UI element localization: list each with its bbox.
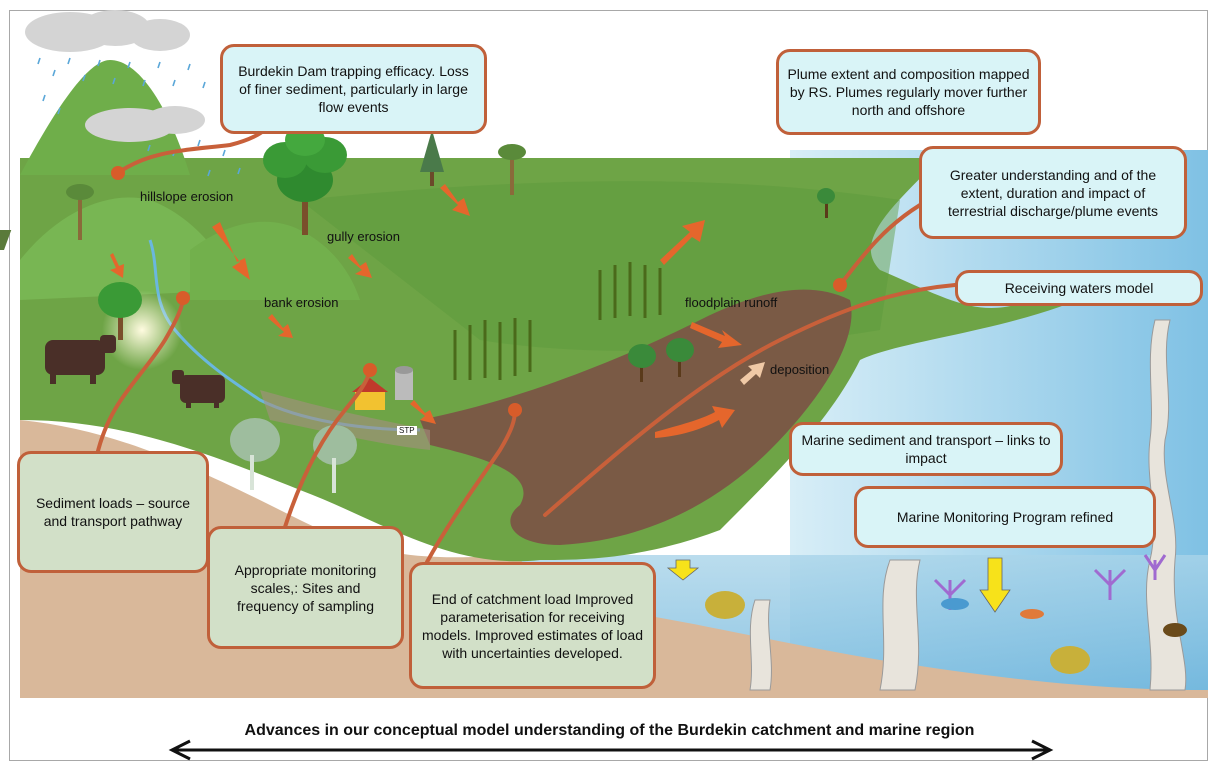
label-stp: STP (397, 426, 417, 435)
pine-tree (420, 130, 444, 186)
callout-end-of-catchment: End of catchment load Improved parameter… (409, 562, 656, 689)
cane-crop-2 (598, 262, 662, 320)
label-gully-erosion: gully erosion (327, 229, 400, 244)
cattle (45, 335, 225, 408)
sediment-plume (420, 289, 852, 545)
farmhouse (352, 366, 413, 410)
coral-columns (749, 319, 1187, 691)
cane-crop-1 (453, 318, 532, 380)
flow-arrows (110, 184, 742, 438)
tree-pasture (98, 282, 182, 370)
caption-double-arrow (168, 739, 1054, 761)
plume-haze (260, 390, 430, 450)
hill-mid (190, 221, 360, 300)
sponge (1050, 646, 1090, 674)
figure-caption: Advances in our conceptual model underst… (244, 722, 975, 739)
wetland-trees (230, 418, 357, 493)
coastal-tree (817, 188, 835, 218)
yellow-arrow-small (666, 559, 700, 581)
callout-plume-rs: Plume extent and composition mapped by R… (776, 49, 1041, 135)
mangroves (628, 338, 694, 382)
label-floodplain-runoff: floodplain runoff (685, 295, 778, 310)
rain-cloud (25, 10, 205, 142)
label-deposition: deposition (770, 362, 830, 377)
seabed (520, 598, 1208, 698)
callout-dam-trapping: Burdekin Dam trapping efficacy. Loss of … (220, 44, 487, 134)
yellow-arrow-large (979, 557, 1011, 613)
label-hillslope-erosion: hillslope erosion (140, 189, 234, 204)
rain-drops (37, 57, 241, 177)
fish (941, 598, 1187, 637)
crop-field (0, 230, 12, 250)
callout-marine-sediment: Marine sediment and transport – links to… (789, 422, 1063, 476)
callout-monitoring-scales: Appropriate monitoring scales,: Sites an… (207, 526, 404, 649)
deposition-arrow (740, 362, 765, 385)
palm-tree (498, 144, 526, 195)
sponge-2 (705, 591, 745, 619)
callout-receiving-waters: Receiving waters model (955, 270, 1203, 306)
palm-tree-left (66, 184, 94, 240)
callout-mmp-refined: Marine Monitoring Program refined (854, 486, 1156, 548)
connector-dots (111, 166, 847, 417)
callout-greater-understanding: Greater understanding and of the extent,… (919, 146, 1187, 239)
hill-left-2 (20, 197, 240, 300)
label-bank-erosion: bank erosion (264, 295, 339, 310)
callout-sediment-loads: Sediment loads – source and transport pa… (17, 451, 209, 573)
